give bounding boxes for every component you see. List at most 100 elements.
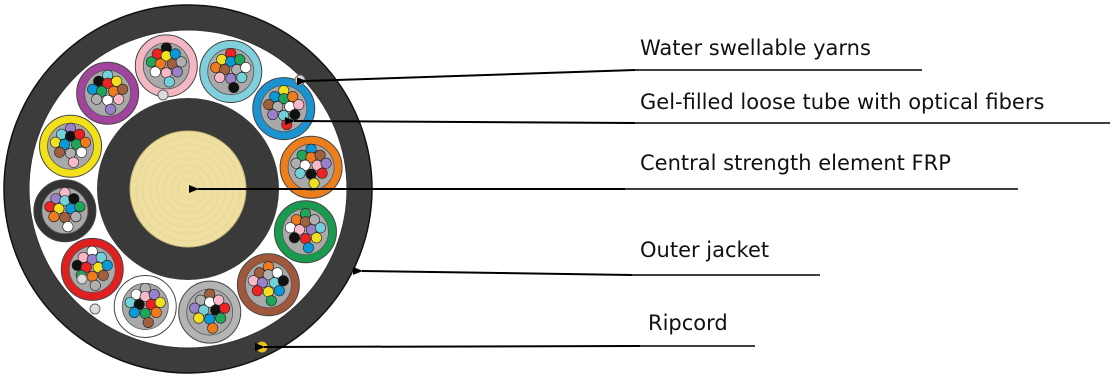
optical-fiber [310,232,322,244]
optical-fiber [68,156,80,168]
optical-fiber [54,146,66,158]
loose-tube [76,61,140,125]
optical-fiber [148,288,160,300]
optical-fiber [133,298,145,310]
loose-tube [33,179,97,243]
optical-fiber [142,316,154,328]
optical-fiber [293,224,305,236]
label-water-swellable-yarns: Water swellable yarns [640,36,871,60]
optical-fiber [302,242,314,254]
water-swellable-yarn [76,273,88,285]
optical-fiber [234,54,246,66]
optical-fiber [68,193,80,205]
leader-arrow [284,116,636,125]
optical-fiber [256,277,268,289]
label-outer-jacket: Outer jacket [640,238,770,262]
optical-fiber [273,285,285,297]
optical-fiber [76,146,88,158]
optical-fiber [287,91,299,103]
optical-fiber [87,83,99,95]
optical-fiber [289,109,301,121]
optical-fiber [198,304,210,316]
water-swellable-yarn [89,303,101,315]
optical-fiber [50,136,62,148]
optical-fiber [175,56,187,68]
optical-fiber [89,279,101,291]
leader-arrow [352,266,633,276]
loose-tube [279,135,343,199]
loose-tube [178,280,242,344]
optical-fiber [207,322,219,334]
leader-lines [189,69,1110,352]
label-gel-filled-loose-tube: Gel-filled loose tube with optical fiber… [640,90,1045,114]
optical-fiber [277,275,289,287]
optical-fiber [293,99,305,111]
optical-fiber [236,72,248,84]
optical-fiber [97,269,109,281]
optical-fiber [113,93,125,105]
label-central-strength-element: Central strength element FRP [640,151,951,175]
optical-fiber [74,201,86,213]
loose-tube [199,40,263,104]
optical-fiber [48,211,60,223]
optical-fiber [117,83,129,95]
optical-fiber [219,64,231,76]
optical-fiber [316,167,328,179]
optical-fiber [169,48,181,60]
optical-fiber [288,232,300,244]
optical-fiber [294,167,306,179]
optical-fiber [308,214,320,226]
optical-fiber [210,62,222,74]
optical-fiber [215,312,227,324]
optical-fiber [251,285,263,297]
optical-fiber [145,56,157,68]
optical-fiber [228,82,240,94]
optical-fiber [299,159,311,171]
optical-fiber [149,66,161,78]
optical-fiber [128,306,140,318]
optical-fiber [105,103,117,115]
optical-fiber [171,66,183,78]
optical-fiber [290,157,302,169]
optical-fiber [96,85,108,97]
loose-tube [236,253,300,317]
leader-arrow [254,343,641,352]
optical-fiber [71,259,83,271]
water-swellable-yarn [157,89,169,101]
optical-fiber [314,222,326,234]
optical-fiber [70,211,82,223]
optical-fiber [271,267,283,279]
optical-fiber [95,251,107,263]
loose-tube [60,237,124,301]
water-swellable-yarn [294,74,306,86]
optical-fiber [314,149,326,161]
optical-fiber [219,302,231,314]
optical-fiber [308,177,320,189]
optical-fiber [272,101,284,113]
optical-fiber [240,62,252,74]
optical-fiber [281,119,293,131]
optical-fiber [214,72,226,84]
optical-fiber [59,138,71,150]
optical-fiber [124,296,136,308]
optical-fiber [320,157,332,169]
loose-tube [134,34,198,98]
optical-fiber [80,261,92,273]
leader-arrow [296,69,636,86]
optical-fiber [44,201,56,213]
label-ripcord: Ripcord [648,311,728,335]
loose-tube [252,77,316,141]
loose-tube [113,274,177,338]
optical-fiber [267,109,279,121]
optical-fiber [265,295,277,307]
optical-fiber [247,275,259,287]
optical-fiber [74,128,86,140]
optical-fiber [163,76,175,88]
optical-fiber [53,203,65,215]
optical-fiber [263,99,275,111]
optical-fiber [101,259,113,271]
optical-fiber [154,296,166,308]
optical-fiber [189,302,201,314]
